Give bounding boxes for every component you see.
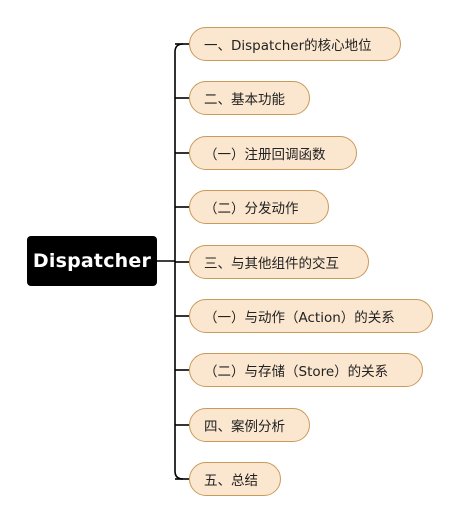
node-store-relationship[interactable]: （二）与存储（Store）的关系 — [189, 353, 423, 387]
node-action-relationship[interactable]: （一）与动作（Action）的关系 — [189, 299, 433, 333]
node-basic-functions[interactable]: 二、基本功能 — [189, 81, 310, 115]
node-core-position[interactable]: 一、Dispatcher的核心地位 — [189, 27, 401, 61]
root-node-dispatcher[interactable]: Dispatcher — [27, 236, 157, 286]
node-dispatch-actions[interactable]: （二）分发动作 — [189, 190, 329, 224]
node-summary[interactable]: 五、总结 — [189, 462, 281, 496]
node-register-callbacks[interactable]: （一）注册回调函数 — [189, 136, 357, 170]
node-component-interaction[interactable]: 三、与其他组件的交互 — [189, 245, 369, 279]
node-case-study[interactable]: 四、案例分析 — [189, 408, 310, 442]
